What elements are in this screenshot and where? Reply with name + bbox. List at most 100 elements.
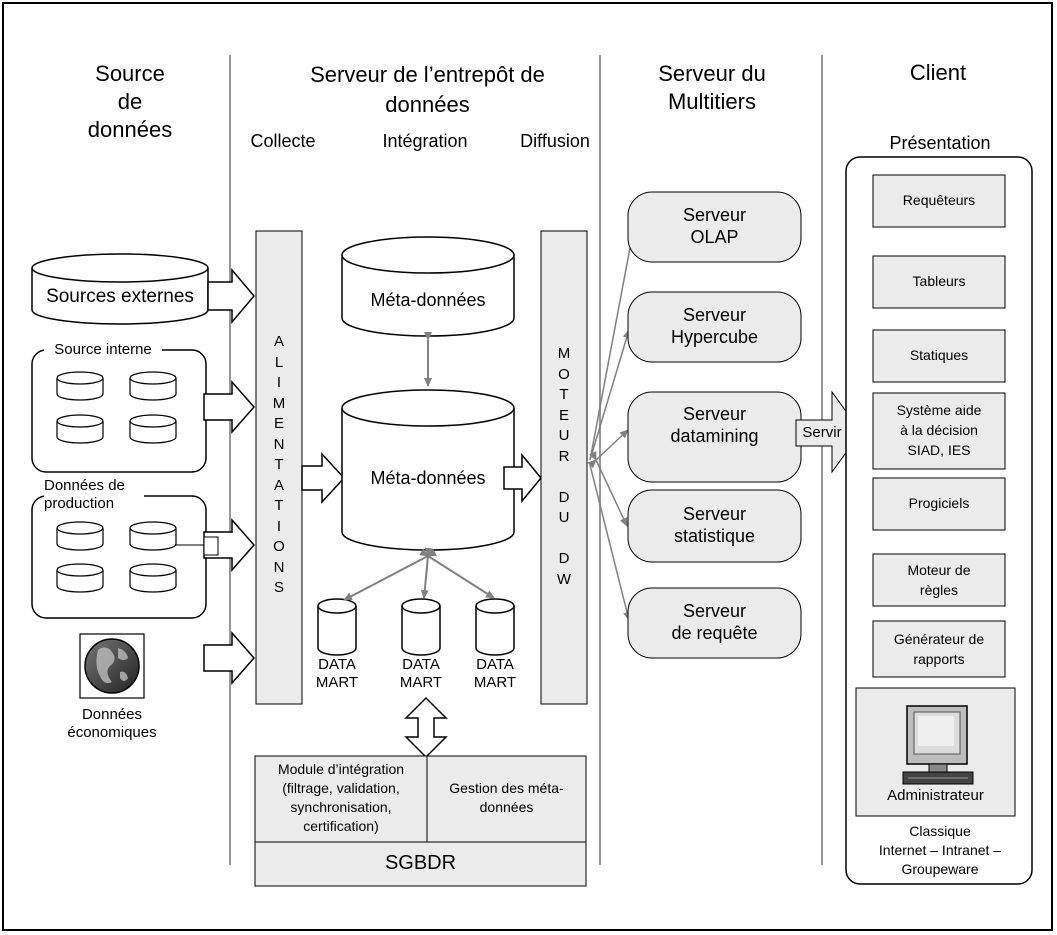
server-datamining-label: Serveur datamining (628, 404, 801, 447)
integration-module-box (254, 755, 428, 843)
sgbdr-box (254, 841, 587, 887)
alimentations-letter: T (274, 456, 284, 473)
server-statistique-label: Serveur statistique (628, 504, 801, 547)
label-line: production (44, 495, 115, 512)
source-interne-label: Source interne (44, 341, 162, 359)
datamart-label-2: DATA MART (391, 656, 451, 692)
label-line: Module d’intégration (277, 761, 405, 777)
header-line: Serveur de l’entrepôt de (310, 62, 545, 87)
label-line: DATA (318, 656, 356, 673)
moteur-letter: O (558, 365, 570, 383)
servir-label: Servir (802, 424, 842, 441)
moteur-letter: M (557, 345, 571, 362)
label-line: de requête (671, 622, 758, 643)
client-item-generateur: Générateur de rapports (873, 629, 1005, 669)
client-item-boxes (872, 174, 1006, 678)
source-interne-box (31, 349, 207, 473)
sources-externes-label: Sources externes (46, 286, 194, 307)
header-line: de (117, 89, 143, 114)
moteur-letter (541, 467, 587, 488)
meta-to-moteur-arrow (503, 452, 542, 504)
header-line: Multitiers (667, 89, 756, 114)
alimentations-letter: I (276, 374, 282, 391)
label-line: Serveur (682, 504, 747, 524)
label-line: OLAP (690, 226, 739, 247)
sources-externes-cylinder (31, 253, 209, 325)
datamart-label-3: DATA MART (465, 656, 525, 692)
label-line: datamining (670, 425, 759, 446)
moteur-letter: D (558, 488, 570, 506)
datamart-cylinders (317, 598, 515, 656)
integration-double-arrow (404, 696, 448, 759)
label-line: synchronisation, (290, 799, 392, 815)
metadata-main-label: Méta-données (370, 468, 486, 488)
column-title-source: Source de données (40, 60, 220, 144)
economiques-label: Données économiques (52, 706, 172, 742)
client-item-siad: Système aide à la décision SIAD, IES (873, 400, 1005, 460)
column-title-client: Client (909, 60, 967, 85)
client-item-requeteurs: Requêteurs (902, 192, 976, 208)
server-hypercube-label: Serveur Hypercube (628, 305, 801, 348)
header-line: données (87, 117, 173, 142)
datamart-arrows (343, 547, 495, 601)
label-line: règles (919, 582, 959, 598)
label-line: DATA (402, 656, 440, 673)
moteur-letter: W (556, 570, 572, 588)
metadata-top-cylinder (341, 236, 515, 337)
client-item-tableurs: Tableurs (912, 273, 966, 289)
label-line: MART (399, 674, 443, 691)
production-label: Données de production (44, 477, 144, 513)
alimentations-letter: I (276, 517, 282, 535)
header-line: Source (95, 61, 165, 86)
moteur-letter: U (558, 509, 570, 526)
phase-collecte: Collecte (250, 131, 316, 151)
alimentations-letter: A (273, 333, 284, 350)
label-line: Moteur de (907, 562, 971, 578)
label-line: certification) (303, 818, 379, 834)
label-line: Classique (909, 823, 971, 839)
server-boxes (627, 191, 802, 659)
column-title-multitier: Serveur du Multitiers (612, 60, 812, 116)
alimentations-letter: M (272, 394, 286, 412)
metadata-top-label: Méta-données (370, 290, 486, 310)
sgbdr-label: SGBDR (384, 852, 457, 874)
alimentations-letter: A (273, 476, 284, 494)
alimentations-letter: N (273, 558, 285, 576)
metadata-main-cylinder (341, 389, 515, 551)
label-line: SIAD, IES (907, 442, 971, 458)
column-title-server: Serveur de l’entrepôt de données (245, 60, 610, 120)
label-line: données (479, 799, 534, 815)
server-requete-label: Serveur de requête (628, 601, 801, 644)
phase-diffusion: Diffusion (520, 131, 590, 151)
label-line: Générateur de (893, 631, 985, 647)
server-olap-label: Serveur OLAP (628, 205, 801, 248)
alimentations-letter: E (273, 415, 284, 432)
label-line: Serveur (682, 205, 747, 225)
moteur-letter: T (559, 386, 569, 403)
label-line: Serveur (682, 601, 747, 621)
alimentations-letter: O (273, 538, 285, 555)
moteur-dw-bar (540, 230, 588, 705)
label-line: Système aide (896, 402, 982, 418)
label-line: Internet – Intranet – (878, 842, 1002, 858)
label-line: à la décision (900, 422, 978, 438)
computer-icon (902, 705, 974, 785)
alimentations-bar (255, 230, 303, 705)
client-item-statiques: Statiques (909, 347, 969, 363)
moteur-letter: E (558, 406, 569, 424)
label-line: rapports (913, 651, 965, 667)
alimentations-letter: N (273, 435, 285, 453)
label-line: (filtrage, validation, (282, 780, 400, 796)
alimentations-letter: T (274, 497, 284, 514)
label-line: économiques (67, 724, 157, 741)
client-item-moteur-regles: Moteur de règles (873, 560, 1005, 600)
metadata-management-label: Gestion des méta- données (427, 779, 586, 817)
client-item-progiciels: Progiciels (908, 495, 970, 511)
moteur-letter: R (558, 447, 570, 465)
label-line: Gestion des méta- (449, 780, 564, 796)
label-line: statistique (673, 525, 756, 546)
header-line: Serveur du (658, 61, 766, 86)
